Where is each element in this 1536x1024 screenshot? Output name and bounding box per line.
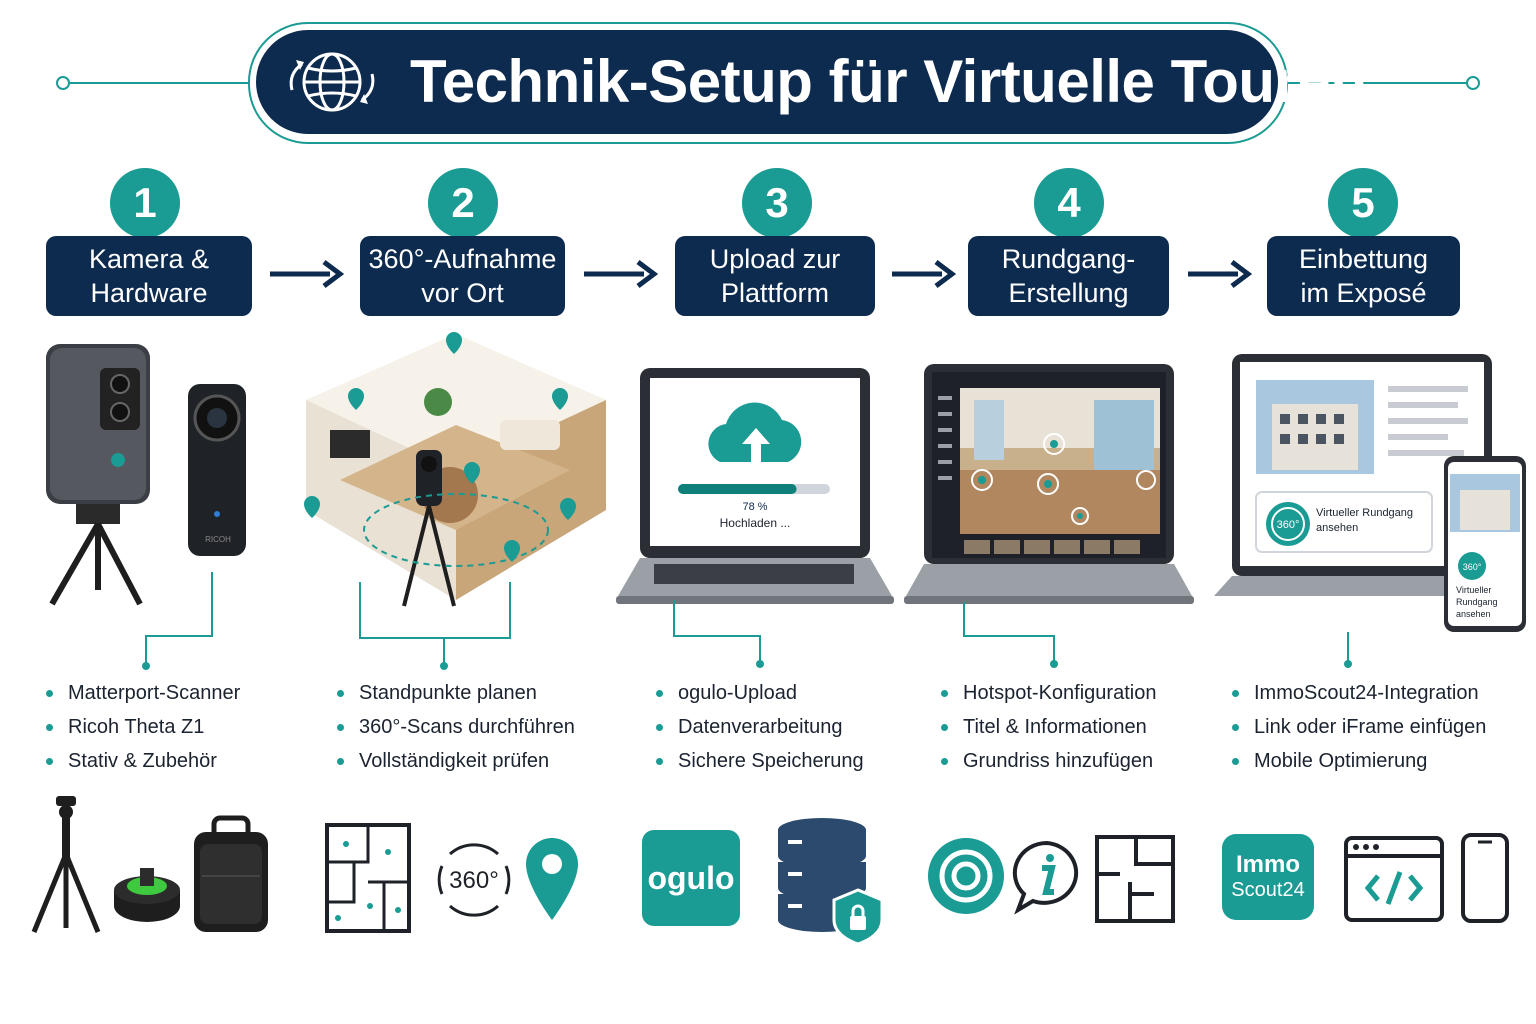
step-4-box: Rundgang- Erstellung	[968, 236, 1169, 316]
connector-line	[142, 572, 213, 670]
location-pin-icon	[526, 838, 578, 920]
target-icon	[928, 838, 1004, 914]
step-5-box: Einbettung im Exposé	[1267, 236, 1460, 316]
upload-laptop-illustration: 78 % Hochladen ...	[616, 368, 894, 604]
list-item: Standpunkte planen	[337, 680, 575, 714]
database-lock-icon	[778, 818, 884, 946]
list-item: Matterport-Scanner	[46, 680, 240, 714]
connector-line	[1344, 632, 1352, 668]
phone-360-badge: 360°	[1463, 562, 1482, 572]
step-1-number: 1	[110, 168, 180, 238]
upload-status: Hochladen ...	[720, 516, 791, 530]
title-line-right	[1284, 82, 1470, 84]
step-4-number: 4	[1034, 168, 1104, 238]
upload-percent: 78 %	[742, 501, 767, 513]
step-5-number: 5	[1328, 168, 1398, 238]
title-line-left	[62, 82, 250, 84]
leveling-base-icon	[114, 868, 180, 922]
floorplan-icon	[1095, 835, 1175, 923]
list-item: Mobile Optimierung	[1232, 748, 1486, 782]
step-4-bullets: Hotspot-Konfiguration Titel & Informatio…	[941, 680, 1156, 782]
arrow-right-icon	[584, 260, 659, 288]
step-2-label: 360°-Aufnahme vor Ort	[368, 244, 557, 308]
arrow-right-icon	[892, 260, 957, 288]
floorplan-icon	[325, 823, 411, 933]
smartphone-icon	[1461, 833, 1509, 923]
step-2-number: 2	[428, 168, 498, 238]
list-item: Vollständigkeit prüfen	[337, 748, 575, 782]
step-3-label: Upload zur Plattform	[709, 244, 841, 308]
list-item: Titel & Informationen	[941, 714, 1156, 748]
list-item: Datenverarbeitung	[656, 714, 864, 748]
step-4-label: Rundgang- Erstellung	[1001, 244, 1136, 308]
step-3-bullets: ogulo-Upload Datenverarbeitung Sichere S…	[656, 680, 864, 782]
arrow-right-icon	[270, 260, 345, 288]
globe-rotate-icon	[289, 52, 375, 112]
camera-bag-icon	[194, 815, 268, 932]
ricoh-theta-illustration: RICOH	[188, 384, 246, 556]
list-item: 360°-Scans durchführen	[337, 714, 575, 748]
step-1-bullets: Matterport-Scanner Ricoh Theta Z1 Stativ…	[46, 680, 240, 782]
camera-brand-text: RICOH	[205, 535, 231, 544]
expose-phone-illustration: 360° Virtueller Rundgang ansehen	[1444, 456, 1526, 632]
step-1-box: Kamera & Hardware	[46, 236, 252, 316]
tour-editor-laptop-illustration	[904, 364, 1194, 604]
step-1-label: Kamera & Hardware	[88, 244, 210, 308]
ogulo-logo-text: ogulo	[647, 859, 735, 896]
connector-line	[359, 582, 511, 670]
step-3-box: Upload zur Plattform	[675, 236, 875, 316]
title-banner	[256, 30, 1278, 134]
ogulo-logo: ogulo	[642, 830, 740, 926]
info-bubble-icon	[1012, 840, 1079, 915]
list-item: Sichere Speicherung	[656, 748, 864, 782]
connector-line	[963, 602, 1058, 668]
title-dot-right	[1466, 76, 1480, 90]
room-scan-illustration	[304, 332, 606, 607]
page-title: Technik-Setup für Virtuelle Touren	[410, 48, 1367, 115]
tripod-icon	[31, 796, 101, 933]
arrow-right-icon	[1188, 260, 1253, 288]
upload-progress-fill	[678, 484, 797, 494]
360-label: 360°	[449, 867, 499, 894]
matterport-scanner-illustration	[46, 344, 150, 606]
step-5-label: Einbettung im Exposé	[1298, 244, 1429, 308]
list-item: Grundriss hinzufügen	[941, 748, 1156, 782]
step-2-box: 360°-Aufnahme vor Ort	[360, 236, 565, 316]
360-icon: 360°	[437, 843, 511, 917]
step-3-number: 3	[742, 168, 812, 238]
list-item: Link oder iFrame einfügen	[1232, 714, 1486, 748]
immoscout24-logo-line1: Immo	[1235, 851, 1300, 878]
step-2-bullets: Standpunkte planen 360°-Scans durchführe…	[337, 680, 575, 782]
expose-cta-label[interactable]: Virtueller Rundgang ansehen	[1316, 507, 1414, 534]
step-5-bullets: ImmoScout24-Integration Link oder iFrame…	[1232, 680, 1486, 782]
connector-line	[673, 600, 764, 668]
code-window-icon	[1344, 836, 1444, 922]
list-item: ImmoScout24-Integration	[1232, 680, 1486, 714]
title-dot-left	[56, 76, 70, 90]
immoscout24-logo: Immo Scout24	[1222, 834, 1314, 920]
expose-laptop-illustration: 360° Virtueller Rundgang ansehen	[1214, 354, 1502, 596]
list-item: Ricoh Theta Z1	[46, 714, 240, 748]
list-item: Hotspot-Konfiguration	[941, 680, 1156, 714]
list-item: ogulo-Upload	[656, 680, 864, 714]
phone-cta-label[interactable]: Virtueller Rundgang ansehen	[1456, 585, 1498, 619]
list-item: Stativ & Zubehör	[46, 748, 240, 782]
immoscout24-logo-line2: Scout24	[1231, 879, 1305, 901]
expose-360-badge: 360°	[1277, 519, 1300, 531]
